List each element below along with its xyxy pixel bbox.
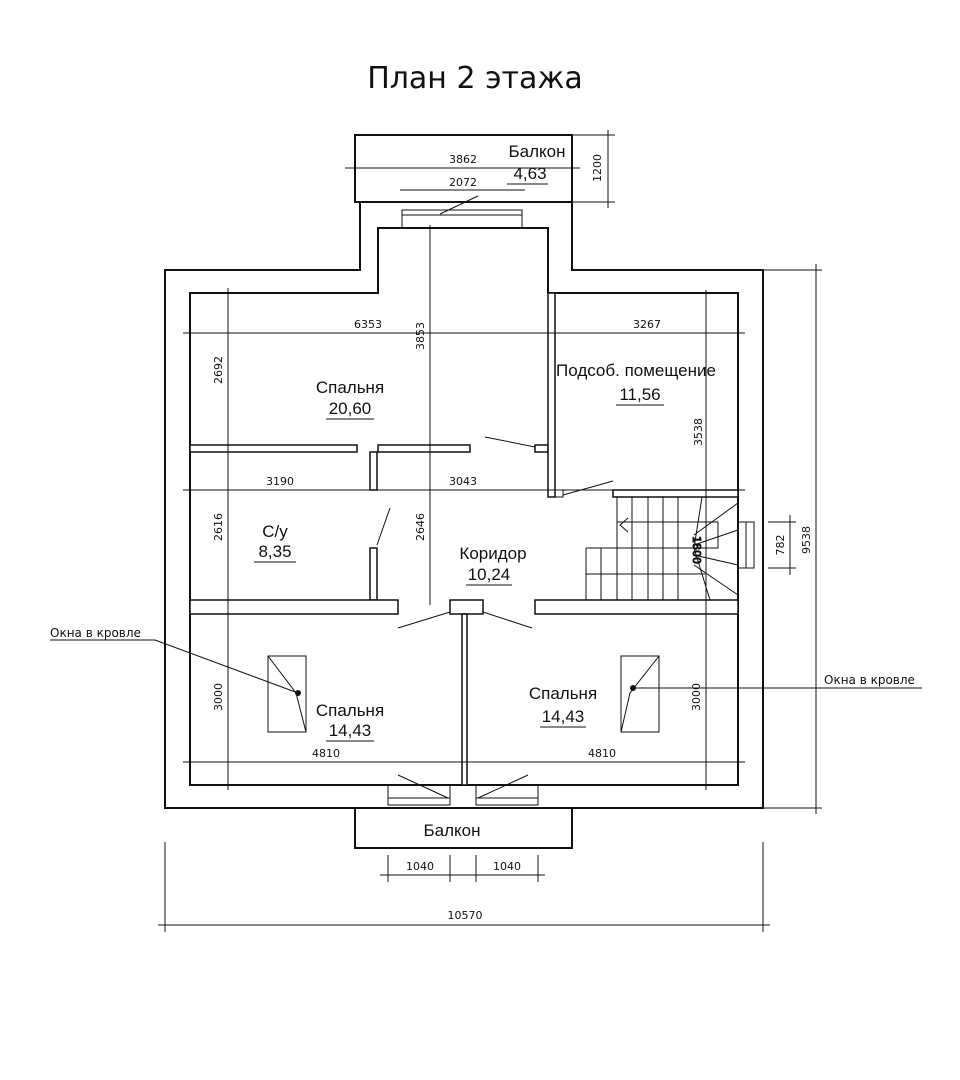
room-bedroom2-name: Спальня (316, 701, 384, 720)
room-corridor-area: 10,24 (468, 565, 511, 584)
roof-windows (50, 639, 922, 733)
dimension-labels: 3862 2072 1200 6353 3267 3853 2692 3538 … (212, 153, 813, 922)
dim-10570: 10570 (448, 909, 483, 922)
windows (387, 195, 755, 806)
outer-wall (164, 201, 764, 809)
dim-2692: 2692 (212, 356, 225, 384)
dim-1040-left: 1040 (406, 860, 434, 873)
dim-3853: 3853 (414, 322, 427, 350)
dim-1200: 1200 (591, 154, 604, 182)
staircase: 1800 (585, 489, 739, 601)
dim-3267: 3267 (633, 318, 661, 331)
room-bedroom3-name: Спальня (529, 684, 597, 703)
dim-2616: 2616 (212, 513, 225, 541)
room-balcony-top-name: Балкон (508, 142, 565, 161)
room-bedroom3-area: 14,43 (542, 707, 585, 726)
dim-3000-right: 3000 (690, 683, 703, 711)
interior-walls (189, 292, 739, 786)
room-wc-area: 8,35 (258, 542, 291, 561)
dim-2646: 2646 (414, 513, 427, 541)
note-roof-window-right: Окна в кровле (824, 673, 915, 687)
doors (376, 436, 614, 629)
dim-3862: 3862 (449, 153, 477, 166)
dim-2072: 2072 (449, 176, 477, 189)
dim-9538: 9538 (800, 526, 813, 554)
note-roof-window-left: Окна в кровле (50, 626, 141, 640)
dim-6353: 6353 (354, 318, 382, 331)
dimension-lines (158, 130, 822, 932)
room-bedroom2-area: 14,43 (329, 721, 372, 740)
dim-4810-left: 4810 (312, 747, 340, 760)
room-wc-name: С/у (262, 522, 288, 541)
room-bedroom1-area: 20,60 (329, 399, 372, 418)
room-balcony-top-area: 4,63 (513, 164, 546, 183)
dim-3190: 3190 (266, 475, 294, 488)
room-balcony-bottom-name: Балкон (423, 821, 480, 840)
room-corridor-name: Коридор (459, 544, 526, 563)
dim-4810-right: 4810 (588, 747, 616, 760)
dim-3000-left: 3000 (212, 683, 225, 711)
plan-title: План 2 этажа (367, 61, 583, 96)
room-bedroom1-name: Спальня (316, 378, 384, 397)
dim-1800: 1800 (690, 536, 703, 564)
dim-782: 782 (774, 535, 787, 556)
dim-3043: 3043 (449, 475, 477, 488)
room-utility-area: 11,56 (619, 385, 660, 404)
room-utility-name: Подсоб. помещение (556, 361, 716, 380)
room-labels: Балкон 4,63 Спальня 20,60 Подсоб. помеще… (254, 142, 716, 840)
dim-3538: 3538 (692, 418, 705, 446)
dim-1040-right: 1040 (493, 860, 521, 873)
